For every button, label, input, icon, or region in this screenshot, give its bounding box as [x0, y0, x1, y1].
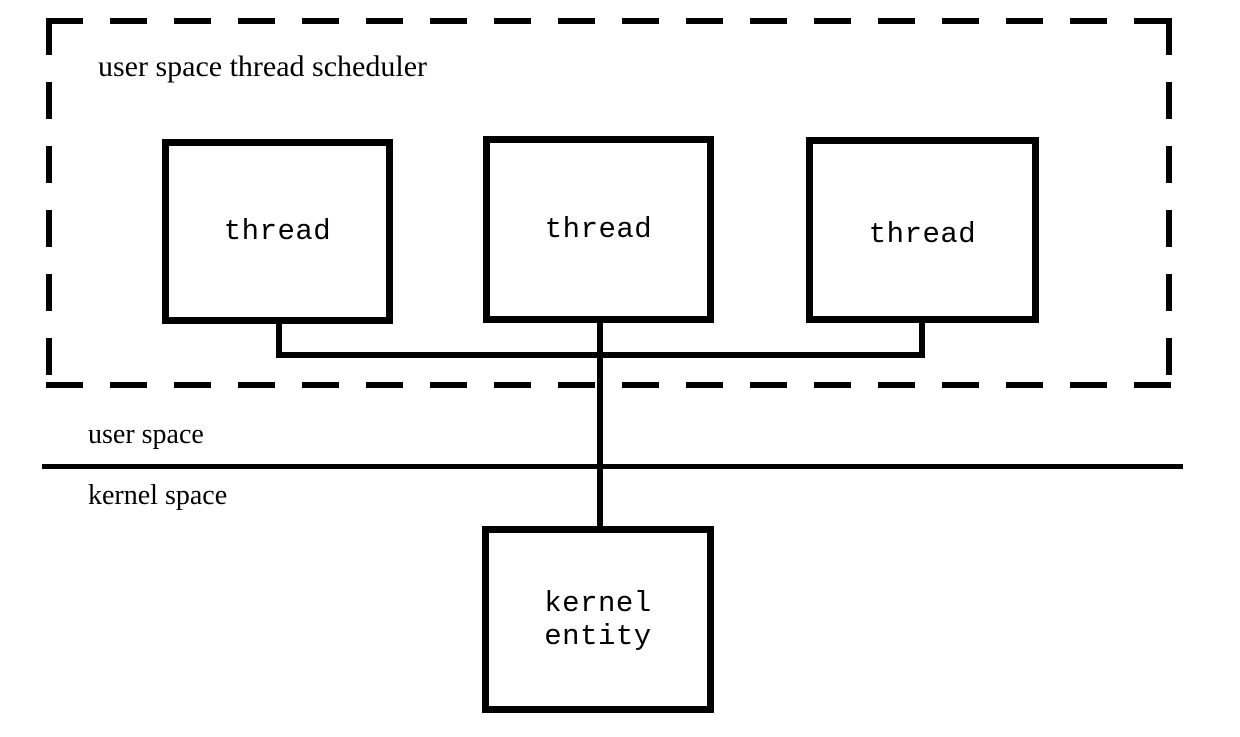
kernel-entity-box-label: kernel entity	[544, 586, 652, 653]
region-border-right	[1166, 18, 1172, 388]
region-border-bottom	[46, 382, 1172, 388]
connector-stub-thread-3	[919, 318, 925, 358]
thread-box-3: thread	[806, 137, 1039, 323]
thread-box-1: thread	[162, 139, 393, 324]
kernel-space-label: kernel space	[88, 480, 228, 511]
thread-box-2-label: thread	[544, 213, 653, 246]
thread-box-3-label: thread	[868, 217, 977, 251]
connector-stub-thread-1	[276, 318, 282, 358]
kernel-entity-box: kernel entity	[482, 526, 714, 713]
user-kernel-space-divider	[42, 464, 1183, 469]
user-space-scheduler-region	[46, 18, 1172, 388]
region-border-top	[46, 18, 1172, 24]
thread-box-2: thread	[483, 136, 714, 323]
scheduler-region-label: user space thread scheduler	[98, 50, 428, 83]
user-space-label: user space	[88, 419, 204, 450]
thread-box-1-label: thread	[223, 215, 332, 248]
connector-stub-thread-2	[597, 318, 603, 358]
connector-trunk-to-kernel-entity	[597, 352, 603, 528]
region-border-left	[46, 18, 52, 388]
